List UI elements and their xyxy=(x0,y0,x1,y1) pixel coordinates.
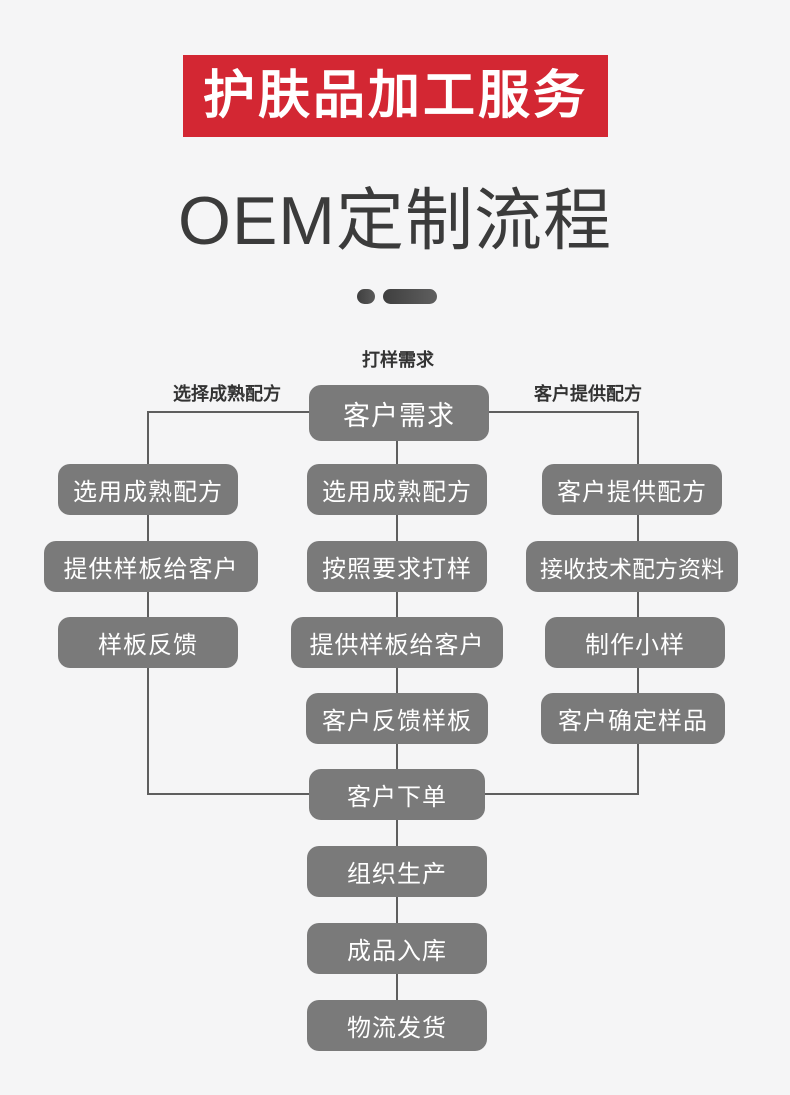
connector-line xyxy=(396,441,398,464)
node-mid-sample-by-request: 按照要求打样 xyxy=(307,541,487,592)
page-title: OEM定制流程 xyxy=(178,183,612,259)
node-logistics-shipping: 物流发货 xyxy=(307,1000,487,1051)
node-organize-production: 组织生产 xyxy=(307,846,487,897)
connector-line xyxy=(485,793,639,795)
node-right-customer-formula: 客户提供配方 xyxy=(542,464,722,515)
node-right-confirm-sample: 客户确定样品 xyxy=(541,693,725,744)
node-left-provide-sample: 提供样板给客户 xyxy=(44,541,258,592)
connector-line xyxy=(396,515,398,541)
node-left-select-formula: 选用成熟配方 xyxy=(58,464,238,515)
node-mid-customer-feedback: 客户反馈样板 xyxy=(306,693,488,744)
connector-line xyxy=(147,411,149,464)
node-mid-provide-sample: 提供样板给客户 xyxy=(291,617,503,668)
node-mid-select-formula: 选用成熟配方 xyxy=(307,464,487,515)
connector-line xyxy=(396,820,398,846)
node-right-receive-formula-data: 接收技术配方资料 xyxy=(526,541,738,592)
connector-line xyxy=(147,592,149,617)
connector-line xyxy=(396,592,398,617)
connector-line xyxy=(637,515,639,541)
node-customer-order: 客户下单 xyxy=(309,769,485,820)
connector-line xyxy=(147,411,309,413)
connector-line xyxy=(396,897,398,923)
connector-line xyxy=(637,668,639,693)
connector-line xyxy=(637,592,639,617)
decoration-dot xyxy=(357,289,375,304)
connector-line xyxy=(637,411,639,464)
connector-line xyxy=(147,793,309,795)
label-sample-demand: 打样需求 xyxy=(362,350,434,370)
node-warehouse-storage: 成品入库 xyxy=(307,923,487,974)
connector-line xyxy=(396,744,398,769)
connector-line xyxy=(637,744,639,795)
banner-title: 护肤品加工服务 xyxy=(202,67,588,125)
connector-line xyxy=(147,668,149,795)
connector-line xyxy=(396,974,398,1000)
connector-line xyxy=(396,668,398,693)
header-banner: 护肤品加工服务 xyxy=(183,55,608,137)
node-left-sample-feedback: 样板反馈 xyxy=(58,617,238,668)
label-customer-provides-formula: 客户提供配方 xyxy=(534,384,642,404)
connector-line xyxy=(147,515,149,541)
node-customer-demand: 客户需求 xyxy=(309,385,489,441)
connector-line xyxy=(489,411,639,413)
label-choose-mature-formula: 选择成熟配方 xyxy=(173,384,281,404)
node-right-make-sample: 制作小样 xyxy=(545,617,725,668)
decoration-bar xyxy=(383,289,437,304)
